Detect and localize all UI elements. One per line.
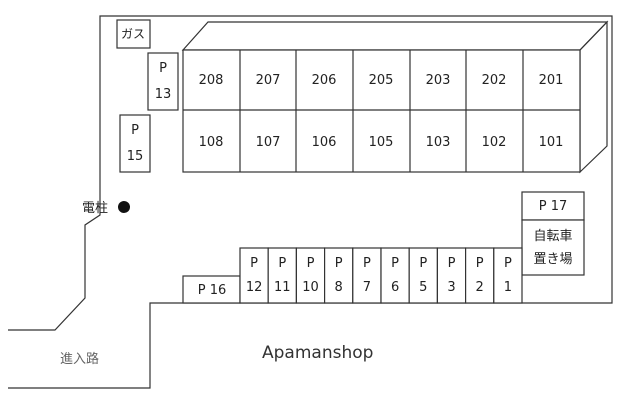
parking-stall-p: P	[448, 256, 456, 271]
parking-stall-p: P	[250, 256, 258, 271]
parking-stall-outline	[436, 247, 467, 304]
parking-stall-p: P	[419, 256, 427, 271]
parking-stall-number: 1	[504, 280, 512, 295]
parking-stall-p: P	[278, 256, 286, 271]
parking-stall-number: 3	[447, 280, 455, 295]
parking-space-13: P 13	[147, 52, 179, 111]
unit-203: 203	[426, 73, 451, 88]
parking-15-number: 15	[127, 149, 144, 164]
utility-pole: 電柱	[82, 201, 130, 216]
parking-stall-outline	[324, 247, 354, 304]
parking-stall-p: P	[504, 256, 512, 271]
parking-stall-outline	[352, 247, 382, 304]
parking-space-15: P 15	[119, 114, 151, 173]
parking-space-1: P1	[493, 247, 523, 304]
unit-102: 102	[482, 135, 507, 150]
parking-stall-p: P	[307, 256, 315, 271]
parking-stall-number: 12	[246, 280, 263, 295]
unit-107: 107	[256, 135, 281, 150]
unit-108: 108	[199, 135, 224, 150]
apartment-building: 208 207 206 205 203 202 201 108 107 106 …	[181, 20, 609, 174]
bicycle-parking-label-2: 置き場	[533, 252, 572, 267]
parking-stall-p: P	[363, 256, 371, 271]
watermark-text: Apamanshop	[262, 343, 373, 363]
parking-stall-outline	[267, 247, 298, 304]
parking-stall-outline	[239, 247, 269, 304]
unit-103: 103	[426, 135, 451, 150]
parking-stall-p: P	[335, 256, 343, 271]
unit-201: 201	[539, 73, 564, 88]
parking-stall-outline	[493, 247, 523, 304]
utility-pole-dot-icon	[118, 201, 130, 213]
unit-208: 208	[199, 73, 224, 88]
site-boundary	[8, 15, 613, 389]
bicycle-parking-label-1: 自転車	[533, 229, 572, 244]
parking-space-12: P 12	[239, 247, 269, 304]
parking-space-7: P7	[352, 247, 382, 304]
parking-space-11: P 11	[267, 247, 298, 304]
parking-stall-outline	[380, 247, 410, 304]
parking-space-10: P 10	[295, 247, 326, 304]
parking-15-p: P	[131, 123, 139, 138]
parking-stall-outline	[408, 247, 439, 304]
parking-stall-number: 10	[302, 280, 319, 295]
bicycle-parking: 自転車 置き場	[521, 219, 585, 276]
parking-stall-number: 11	[274, 280, 291, 295]
parking-stall-outline	[295, 247, 326, 304]
gas-meter-box: ガス	[116, 19, 151, 49]
parking-stall-number: 5	[419, 280, 427, 295]
parking-stall-number: 6	[391, 280, 399, 295]
parking-13-p: P	[159, 61, 167, 76]
unit-205: 205	[369, 73, 394, 88]
parking-space-6: P6	[380, 247, 410, 304]
unit-206: 206	[312, 73, 337, 88]
entrance-road-label: 進入路	[60, 351, 99, 367]
unit-101: 101	[539, 135, 564, 150]
unit-207: 207	[256, 73, 281, 88]
parking-space-5: P5	[408, 247, 439, 304]
parking-space-2: P2	[465, 247, 495, 304]
parking-stall-number: 7	[363, 280, 371, 295]
parking-17-label: P 17	[539, 199, 568, 214]
gas-label: ガス	[121, 27, 145, 41]
unit-106: 106	[312, 135, 337, 150]
lower-floor-units: 108 107 106 105 103 102 101	[199, 135, 564, 150]
unit-105: 105	[369, 135, 394, 150]
unit-202: 202	[482, 73, 507, 88]
parking-stall-p: P	[476, 256, 484, 271]
parking-stall-p: P	[391, 256, 399, 271]
parking-16-label: P 16	[198, 283, 227, 298]
parking-space-3: P3	[436, 247, 467, 304]
parking-13-number: 13	[155, 87, 172, 102]
utility-pole-label: 電柱	[82, 201, 108, 216]
parking-space-8: P8	[324, 247, 354, 304]
parking-stall-number: 8	[335, 280, 343, 295]
parking-stall-number: 2	[476, 280, 484, 295]
upper-floor-units: 208 207 206 205 203 202 201	[199, 73, 564, 88]
parking-space-17: P 17	[521, 191, 585, 221]
